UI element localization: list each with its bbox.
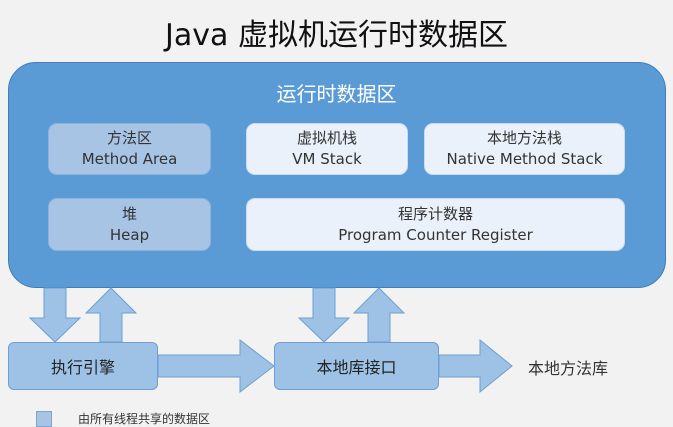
method-area-en: Method Area (81, 150, 178, 168)
native-method-stack-en: Native Method Stack (446, 150, 603, 168)
program-counter-cn: 程序计数器 (397, 204, 473, 223)
method-area-cn: 方法区 (106, 129, 152, 147)
arrow-down-left (28, 287, 82, 343)
native-interface-label: 本地库接口 (316, 358, 397, 377)
heap-box: 堆 Heap (48, 198, 211, 251)
native-method-stack-box: 本地方法栈 Native Method Stack (424, 123, 625, 175)
execution-engine-label: 执行引擎 (50, 358, 115, 377)
native-method-stack-cn: 本地方法栈 (486, 129, 562, 147)
vm-stack-en: VM Stack (292, 150, 362, 168)
arrow-up-right (352, 287, 406, 343)
legend-shared-label: 由所有线程共享的数据区 (78, 412, 211, 426)
vm-stack-box: 虚拟机栈 VM Stack (246, 123, 408, 175)
diagram-title: Java 虚拟机运行时数据区 (165, 18, 508, 53)
arrow-interface-to-library (438, 338, 513, 394)
program-counter-en: Program Counter Register (338, 225, 533, 244)
method-area-box: 方法区 Method Area (48, 123, 211, 175)
execution-engine-box: 执行引擎 (8, 342, 158, 390)
arrow-down-right (297, 287, 351, 343)
vm-stack-cn: 虚拟机栈 (296, 129, 357, 147)
arrow-engine-to-interface (157, 338, 275, 394)
arrow-up-left (84, 287, 138, 343)
native-library-label: 本地方法库 (528, 359, 609, 378)
runtime-data-area-title: 运行时数据区 (276, 82, 397, 106)
heap-en: Heap (109, 225, 150, 244)
native-interface-box: 本地库接口 (274, 342, 439, 390)
program-counter-box: 程序计数器 Program Counter Register (246, 198, 625, 251)
heap-cn: 堆 (121, 204, 137, 223)
